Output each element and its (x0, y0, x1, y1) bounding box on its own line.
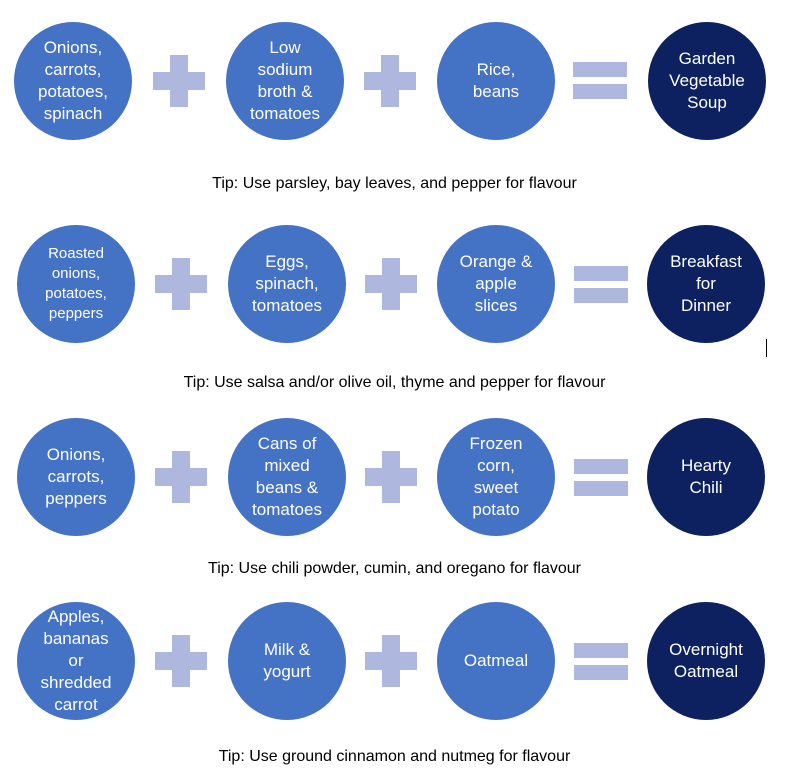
recipe-tip: Tip: Use chili powder, cumin, and oregan… (208, 560, 581, 577)
plus-icon (155, 451, 207, 503)
result-circle: Hearty Chili (647, 418, 765, 536)
plus-icon (365, 258, 417, 310)
ingredient-circle: Cans of mixed beans & tomatoes (228, 418, 346, 536)
ingredient-circle: Low sodium broth & tomatoes (226, 22, 344, 140)
plus-icon (364, 55, 416, 107)
ingredient-circle: Eggs, spinach, tomatoes (228, 225, 346, 343)
result-circle: Garden Vegetable Soup (648, 22, 766, 140)
plus-icon (365, 635, 417, 687)
recipe-row-breakfast-for-dinner: Roasted onions, potatoes, peppers Eggs, … (0, 199, 789, 391)
ingredient-circle: Apples, bananas or shredded carrot (17, 602, 135, 720)
ingredient-circle: Onions, carrots, peppers (17, 418, 135, 536)
ingredient-circle: Milk & yogurt (228, 602, 346, 720)
recipe-row-garden-vegetable-soup: Onions, carrots, potatoes, spinach Low s… (0, 0, 789, 192)
plus-icon (155, 258, 207, 310)
recipe-tip: Tip: Use parsley, bay leaves, and pepper… (212, 175, 577, 192)
ingredient-circle: Rice, beans (437, 22, 555, 140)
text-cursor (766, 339, 767, 357)
ingredient-circle: Oatmeal (437, 602, 555, 720)
recipe-tip: Tip: Use salsa and/or olive oil, thyme a… (183, 374, 606, 391)
ingredient-circle: Frozen corn, sweet potato (437, 418, 555, 536)
equals-icon (574, 454, 628, 500)
recipe-tip: Tip: Use ground cinnamon and nutmeg for … (218, 748, 571, 765)
plus-icon (153, 55, 205, 107)
equals-icon (573, 57, 627, 103)
ingredient-circle: Orange & apple slices (437, 225, 555, 343)
ingredient-circle: Roasted onions, potatoes, peppers (17, 225, 135, 343)
recipe-row-overnight-oatmeal: Apples, bananas or shredded carrot Milk … (0, 588, 789, 778)
equals-icon (574, 638, 628, 684)
result-circle: Breakfast for Dinner (647, 225, 765, 343)
recipe-row-hearty-chili: Onions, carrots, peppers Cans of mixed b… (0, 399, 789, 589)
equals-icon (574, 261, 628, 307)
plus-icon (365, 451, 417, 503)
result-circle: Overnight Oatmeal (647, 602, 765, 720)
ingredient-circle: Onions, carrots, potatoes, spinach (14, 22, 132, 140)
plus-icon (155, 635, 207, 687)
